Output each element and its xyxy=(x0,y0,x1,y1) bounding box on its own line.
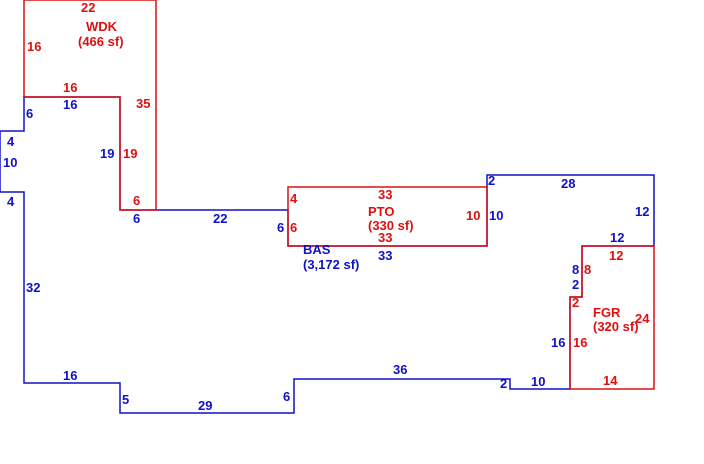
wdk-size: (466 sf) xyxy=(78,34,124,49)
dimension-label: 8 xyxy=(572,262,579,277)
bas-dimensions: 6 16 19 6 4 10 4 32 16 5 29 6 36 2 10 16… xyxy=(3,97,649,413)
dimension-label: 16 xyxy=(63,368,77,383)
dimension-label: 36 xyxy=(393,362,407,377)
dimension-label: 6 xyxy=(133,193,140,208)
dimension-label: 16 xyxy=(27,39,41,54)
dimension-label: 33 xyxy=(378,230,392,245)
pto-dimensions: 33 4 6 33 10 xyxy=(290,187,480,245)
dimension-label: 33 xyxy=(378,187,392,202)
bas-label: BAS (3,172 sf) xyxy=(303,242,359,272)
wdk-code: WDK xyxy=(86,19,118,34)
pto-label: PTO (330 sf) xyxy=(368,204,414,233)
bas-size: (3,172 sf) xyxy=(303,257,359,272)
bas-code: BAS xyxy=(303,242,331,257)
dimension-label: 14 xyxy=(603,373,618,388)
dimension-label: 6 xyxy=(277,220,284,235)
wdk-dimensions: 22 16 16 35 19 6 xyxy=(27,0,150,208)
dimension-label: 19 xyxy=(123,146,137,161)
dimension-label: 28 xyxy=(561,176,575,191)
dimension-label: 19 xyxy=(100,146,114,161)
fgr-code: FGR xyxy=(593,305,621,320)
fgr-label: FGR (320 sf) xyxy=(593,305,639,334)
dimension-label: 16 xyxy=(63,80,77,95)
dimension-label: 10 xyxy=(466,208,480,223)
dimension-label: 22 xyxy=(213,211,227,226)
dimension-label: 16 xyxy=(551,335,565,350)
dimension-label: 2 xyxy=(500,376,507,391)
dimension-label: 16 xyxy=(63,97,77,112)
dimension-label: 6 xyxy=(290,220,297,235)
dimension-label: 6 xyxy=(283,389,290,404)
pto-code: PTO xyxy=(368,204,395,219)
dimension-label: 8 xyxy=(584,262,591,277)
dimension-label: 6 xyxy=(133,211,140,226)
dimension-label: 32 xyxy=(26,280,40,295)
dimension-label: 10 xyxy=(531,374,545,389)
dimension-label: 4 xyxy=(290,191,298,206)
dimension-label: 4 xyxy=(7,194,15,209)
pto-outline xyxy=(287,186,488,247)
fgr-outline xyxy=(569,245,655,390)
dimension-label: 2 xyxy=(488,173,495,188)
fgr-size: (320 sf) xyxy=(593,319,639,334)
dimension-label: 12 xyxy=(610,230,624,245)
dimension-label: 4 xyxy=(7,134,15,149)
dimension-label: 16 xyxy=(573,335,587,350)
dimension-label: 29 xyxy=(198,398,212,413)
dimension-label: 33 xyxy=(378,248,392,263)
wdk-label: WDK (466 sf) xyxy=(78,19,124,49)
dimension-label: 24 xyxy=(635,311,650,326)
dimension-label: 10 xyxy=(3,155,17,170)
dimension-label: 12 xyxy=(609,248,623,263)
dimension-label: 6 xyxy=(26,106,33,121)
fgr-dimensions: 12 8 2 16 24 14 xyxy=(572,248,650,388)
wdk-outline xyxy=(23,0,157,211)
dimension-label: 2 xyxy=(572,295,579,310)
dimension-label: 5 xyxy=(122,392,129,407)
dimension-label: 12 xyxy=(635,204,649,219)
dimension-label: 2 xyxy=(572,277,579,292)
dimension-label: 22 xyxy=(81,0,95,15)
dimension-label: 10 xyxy=(489,208,503,223)
pto-size: (330 sf) xyxy=(368,218,414,233)
dimension-label: 35 xyxy=(136,96,150,111)
